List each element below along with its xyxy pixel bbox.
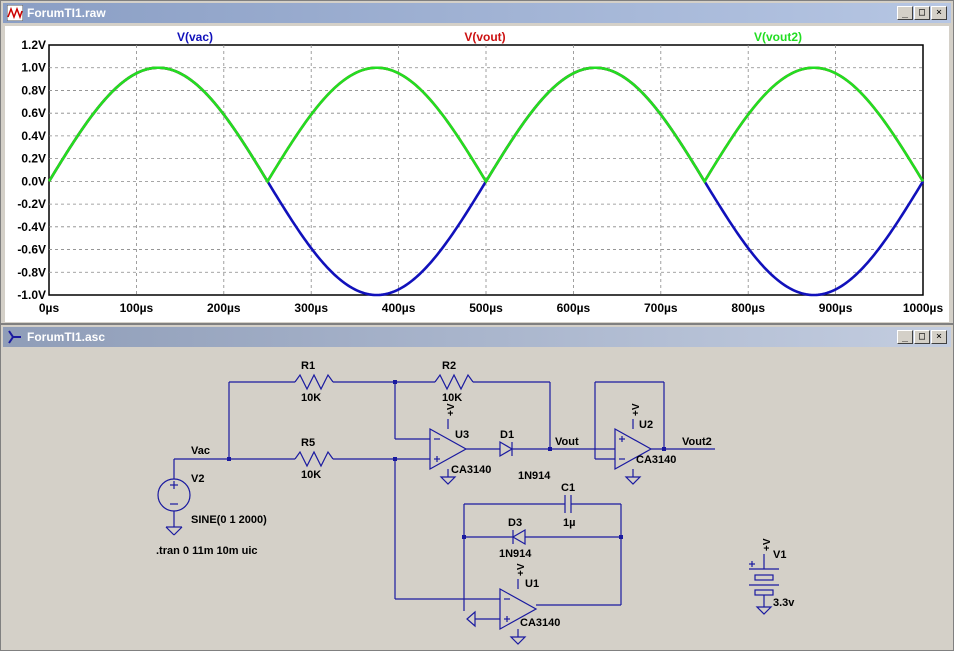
label-r2-value: 10K [442, 392, 462, 404]
opamp-u2 [614, 427, 653, 471]
waveform-chart[interactable]: 0µs 100µs 200µs 300µs 400µs 500µs 600µs 700µs 80… [5, 26, 949, 322]
y-tick-label: 0.2V [21, 152, 46, 166]
label-u1-plusv: +V [516, 563, 527, 576]
label-d3-model: 1N914 [499, 548, 532, 560]
x-tick-label: 200µs [207, 301, 241, 315]
x-tick-label: 1000µs [903, 301, 944, 315]
y-tick-label: 0.6V [21, 106, 46, 120]
y-tick-label: 0.8V [21, 83, 46, 97]
minimize-button[interactable]: _ [897, 6, 913, 20]
schematic-window[interactable]: ForumTI1.asc _ □ × [0, 324, 954, 651]
label-r5-value: 10K [301, 469, 321, 481]
label-v2-value: SINE(0 1 2000) [191, 514, 267, 526]
y-tick-label: 1.0V [21, 61, 46, 75]
label-c1: C1 [561, 482, 575, 494]
chart-legend: V(vac) V(vout) V(vout2) [177, 30, 802, 44]
plot-frame [48, 44, 924, 296]
label-u3-plusv: +V [446, 403, 457, 416]
chart-grid [48, 44, 924, 296]
label-v2: V2 [191, 473, 204, 485]
label-d3: D3 [508, 517, 522, 529]
close-button[interactable]: × [931, 6, 947, 20]
label-u1: U1 [525, 578, 539, 590]
label-u2: U2 [639, 419, 653, 431]
diode-d1 [499, 440, 514, 458]
chart-axis-labels: 0µs 100µs 200µs 300µs 400µs 500µs 600µs 700µs 80… [17, 38, 943, 315]
x-tick-label: 0µs [39, 301, 60, 315]
label-r2: R2 [442, 360, 456, 372]
schematic-titlebar[interactable]: ForumTI1.asc _ □ × [3, 327, 951, 347]
label-u3-model: CA3140 [451, 464, 491, 476]
y-tick-label: -1.0V [17, 288, 46, 302]
x-tick-label: 800µs [731, 301, 765, 315]
diode-d3 [511, 528, 526, 546]
x-tick-label: 100µs [120, 301, 154, 315]
label-r1-value: 10K [301, 392, 321, 404]
junction-dots [227, 380, 666, 539]
waveform-app-icon [7, 5, 23, 21]
label-vout2: Vout2 [682, 436, 712, 448]
y-tick-label: -0.6V [17, 243, 46, 257]
voltage-source-v1[interactable] [749, 554, 779, 615]
resistor-r1 [294, 373, 334, 391]
label-d1: D1 [500, 429, 514, 441]
x-tick-label: 700µs [644, 301, 678, 315]
label-u1-model: CA3140 [520, 617, 560, 629]
label-r5: R5 [301, 437, 315, 449]
ground-u1-plus [466, 610, 476, 628]
y-tick-label: -0.2V [17, 197, 46, 211]
y-tick-label: 0.0V [21, 174, 46, 188]
label-u2-plusv: +V [631, 403, 642, 416]
label-r1: R1 [301, 360, 315, 372]
schematic-canvas[interactable]: R1 10K R2 10K R5 10K Vac V2 SINE(0 1 200… [5, 349, 949, 649]
trace-vvout2 [47, 66, 925, 184]
waveform-window-title: ForumTI1.raw [27, 6, 106, 20]
label-v1-value: 3.3v [773, 597, 795, 609]
label-v1: V1 [773, 549, 786, 561]
maximize-button[interactable]: □ [914, 330, 930, 344]
label-vac: Vac [191, 445, 210, 457]
x-tick-label: 600µs [557, 301, 591, 315]
waveform-window[interactable]: ForumTI1.raw _ □ × 0µs 100µs 200µs 300µs 400… [0, 0, 954, 324]
maximize-button[interactable]: □ [914, 6, 930, 20]
y-tick-label: 0.4V [21, 129, 46, 143]
opamp-u3 [429, 427, 468, 471]
x-tick-label: 400µs [382, 301, 416, 315]
opamp-u1 [499, 587, 538, 631]
label-d1-model: 1N914 [518, 470, 551, 482]
label-c1-value: 1µ [563, 517, 575, 529]
x-tick-label: 500µs [469, 301, 503, 315]
minimize-button[interactable]: _ [897, 330, 913, 344]
legend-vvac: V(vac) [177, 30, 213, 44]
resistor-r2 [434, 373, 474, 391]
y-tick-label: -0.4V [17, 220, 46, 234]
legend-vvout2: V(vout2) [754, 30, 802, 44]
label-v1-plusv: +V [762, 538, 773, 551]
schematic-window-title: ForumTI1.asc [27, 330, 106, 344]
close-button[interactable]: × [931, 330, 947, 344]
legend-vvout: V(vout) [464, 30, 505, 44]
y-tick-label: 1.2V [21, 38, 46, 52]
label-u2-model: CA3140 [636, 454, 676, 466]
schematic-app-icon [8, 330, 21, 344]
label-u3: U3 [455, 429, 469, 441]
x-tick-label: 900µs [819, 301, 853, 315]
y-tick-label: -0.8V [17, 265, 46, 279]
chart-traces [47, 66, 925, 297]
waveform-titlebar[interactable]: ForumTI1.raw _ □ × [3, 3, 951, 23]
resistor-r5 [294, 450, 334, 468]
x-tick-label: 300µs [294, 301, 328, 315]
voltage-source-v2[interactable] [157, 459, 191, 536]
label-directive: .tran 0 11m 10m uic [156, 545, 258, 557]
label-vout: Vout [555, 436, 579, 448]
waveform-plot-area[interactable]: 0µs 100µs 200µs 300µs 400µs 500µs 600µs 700µs 80… [5, 26, 949, 322]
